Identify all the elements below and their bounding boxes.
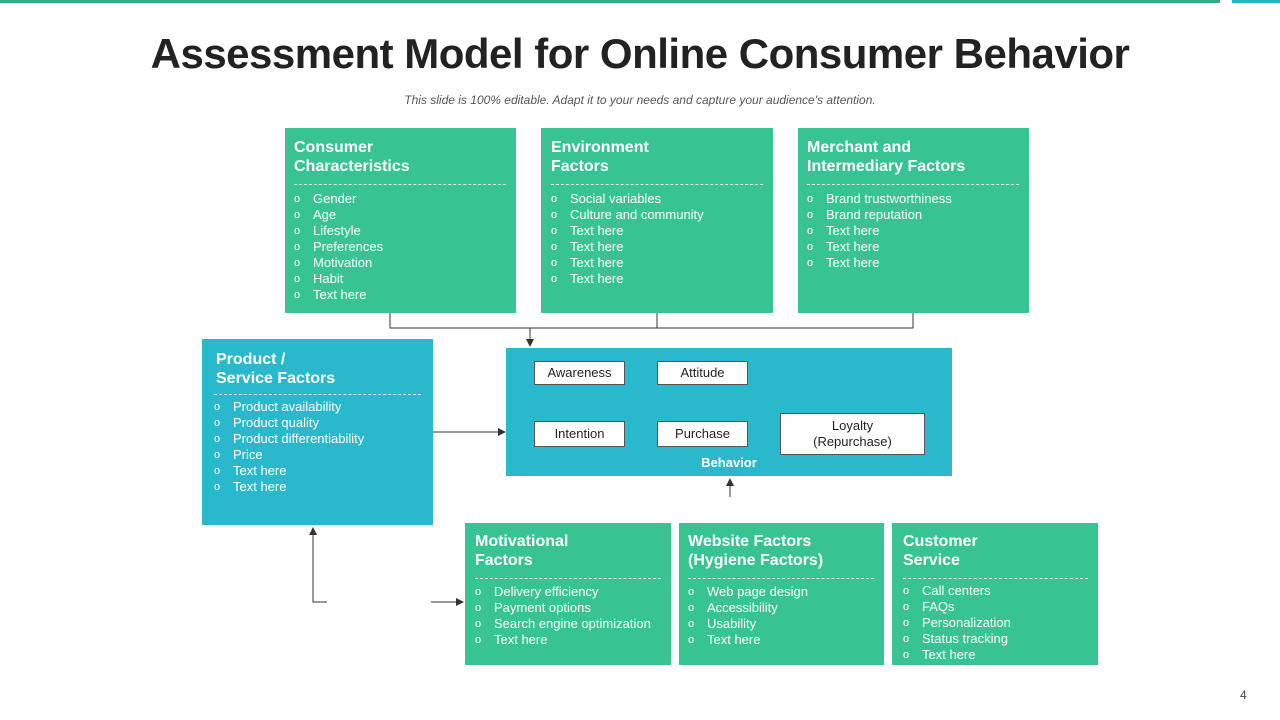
list-item: Text here xyxy=(551,223,763,239)
consumer-characteristics-list: Gender Age Lifestyle Preferences Motivat… xyxy=(294,191,506,303)
loop-to-product-arrow xyxy=(309,527,327,603)
divider xyxy=(551,184,763,185)
list-item: Gender xyxy=(294,191,506,207)
list-item: Product quality xyxy=(214,415,421,431)
website-factors-box: Website Factors (Hygiene Factors) Web pa… xyxy=(679,523,884,665)
divider xyxy=(294,184,506,185)
product-service-factors-title: Product / Service Factors xyxy=(216,351,336,387)
divider xyxy=(807,184,1019,185)
list-item: Brand trustworthiness xyxy=(807,191,1019,207)
list-item: Web page design xyxy=(688,584,874,600)
list-item: Product differentiability xyxy=(214,431,421,447)
consumer-characteristics-title: Consumer Characteristics xyxy=(294,139,410,175)
list-item: Search engine optimization xyxy=(475,616,661,632)
list-item: Text here xyxy=(807,223,1019,239)
list-item: Product availability xyxy=(214,399,421,415)
customer-service-list: Call centers FAQs Personalization Status… xyxy=(903,583,1088,663)
list-item: Text here xyxy=(551,239,763,255)
attitude-node: Attitude xyxy=(657,361,748,385)
list-item: Personalization xyxy=(903,615,1088,631)
list-item: Accessibility xyxy=(688,600,874,616)
list-item: Preferences xyxy=(294,239,506,255)
divider xyxy=(475,578,661,579)
customer-service-box: Customer Service Call centers FAQs Perso… xyxy=(892,523,1098,665)
list-item: Social variables xyxy=(551,191,763,207)
divider xyxy=(903,578,1088,579)
list-item: Delivery efficiency xyxy=(475,584,661,600)
intention-node: Intention xyxy=(534,421,625,447)
website-factors-list: Web page design Accessibility Usability … xyxy=(688,584,874,648)
product-service-factors-list: Product availability Product quality Pro… xyxy=(214,399,421,495)
top-accent-bar-right xyxy=(1232,0,1280,3)
top-accent-bar xyxy=(0,0,1220,3)
list-item: Usability xyxy=(688,616,874,632)
list-item: Culture and community xyxy=(551,207,763,223)
merchant-factors-box: Merchant and Intermediary Factors Brand … xyxy=(798,128,1029,313)
behavior-label: Behavior xyxy=(701,455,757,470)
page-number: 4 xyxy=(1240,688,1247,702)
list-item: Payment options xyxy=(475,600,661,616)
merchant-factors-title: Merchant and Intermediary Factors xyxy=(807,139,966,175)
motivational-factors-title: Motivational Factors xyxy=(475,533,569,569)
list-item: Lifestyle xyxy=(294,223,506,239)
list-item: Text here xyxy=(294,287,506,303)
customer-service-title: Customer Service xyxy=(903,533,978,569)
list-item: Call centers xyxy=(903,583,1088,599)
list-item: Habit xyxy=(294,271,506,287)
website-factors-title: Website Factors (Hygiene Factors) xyxy=(688,533,824,569)
divider xyxy=(688,578,874,579)
list-item: Text here xyxy=(551,255,763,271)
environment-factors-list: Social variables Culture and community T… xyxy=(551,191,763,287)
list-item: Brand reputation xyxy=(807,207,1019,223)
list-item: Text here xyxy=(214,479,421,495)
purchase-node: Purchase xyxy=(657,421,748,447)
loyalty-node: Loyalty (Repurchase) xyxy=(780,413,925,455)
motivational-factors-list: Delivery efficiency Payment options Sear… xyxy=(475,584,661,648)
page-subtitle: This slide is 100% editable. Adapt it to… xyxy=(404,93,876,107)
list-item: Text here xyxy=(688,632,874,648)
list-item: Age xyxy=(294,207,506,223)
list-item: Motivation xyxy=(294,255,506,271)
environment-factors-box: Environment Factors Social variables Cul… xyxy=(541,128,773,313)
list-item: Text here xyxy=(475,632,661,648)
page-title: Assessment Model for Online Consumer Beh… xyxy=(150,30,1130,77)
list-item: Text here xyxy=(551,271,763,287)
top-connector xyxy=(389,313,914,329)
list-item: Text here xyxy=(214,463,421,479)
awareness-node: Awareness xyxy=(534,361,625,385)
list-item: Text here xyxy=(903,647,1088,663)
divider xyxy=(214,394,421,395)
consumer-characteristics-box: Consumer Characteristics Gender Age Life… xyxy=(285,128,516,313)
merchant-factors-list: Brand trustworthiness Brand reputation T… xyxy=(807,191,1019,271)
product-service-factors-box: Product / Service Factors Product availa… xyxy=(202,339,433,525)
motivational-factors-box: Motivational Factors Delivery efficiency… xyxy=(465,523,671,665)
environment-factors-title: Environment Factors xyxy=(551,139,649,175)
list-item: Text here xyxy=(807,239,1019,255)
list-item: Price xyxy=(214,447,421,463)
list-item: Status tracking xyxy=(903,631,1088,647)
list-item: Text here xyxy=(807,255,1019,271)
list-item: FAQs xyxy=(903,599,1088,615)
